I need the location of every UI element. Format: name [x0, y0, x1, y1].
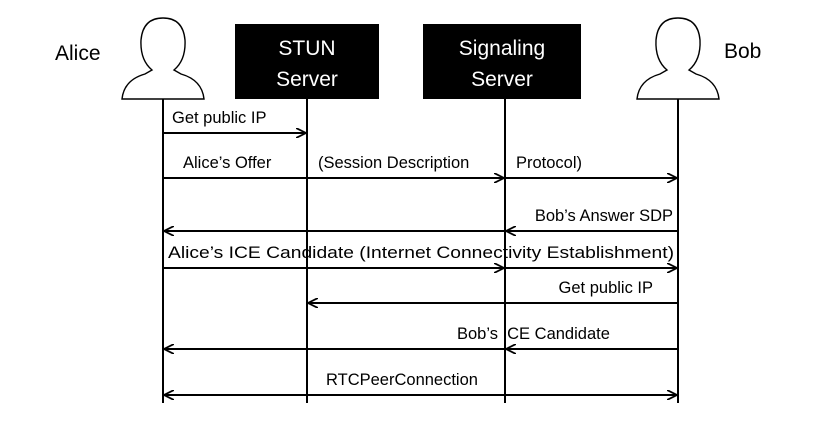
stun-server-box: STUN Server	[235, 24, 379, 99]
signaling-server-title-line2: Server	[471, 68, 533, 91]
message-label-bob-ice-candidate: Bob’s ICE Candidate	[457, 325, 610, 343]
message-label-alice-get-public-ip: Get public IP	[172, 109, 266, 127]
message-label-alice-ice-candidate: Alice’s ICE Candidate (Internet Connecti…	[168, 244, 674, 262]
message-label-alice-offer: Alice’s Offer	[183, 154, 272, 172]
alice-label: Alice	[55, 42, 101, 65]
alice-person-icon	[121, 17, 205, 100]
stun-server-title-line1: STUN	[278, 37, 335, 60]
bob-label: Bob	[724, 40, 761, 63]
message-label-protocol: Protocol)	[516, 154, 582, 172]
message-label-rtc-peer-connection: RTCPeerConnection	[326, 371, 478, 389]
signaling-server-title-line1: Signaling	[459, 37, 545, 60]
message-label-bob-get-public-ip: Get public IP	[559, 279, 653, 297]
message-label-session-description: (Session Description	[318, 154, 469, 172]
message-label-bob-answer-sdp: Bob’s Answer SDP	[535, 207, 673, 225]
bob-person-icon	[636, 17, 720, 100]
stun-server-title-line2: Server	[276, 68, 338, 91]
signaling-server-box: Signaling Server	[423, 24, 581, 99]
